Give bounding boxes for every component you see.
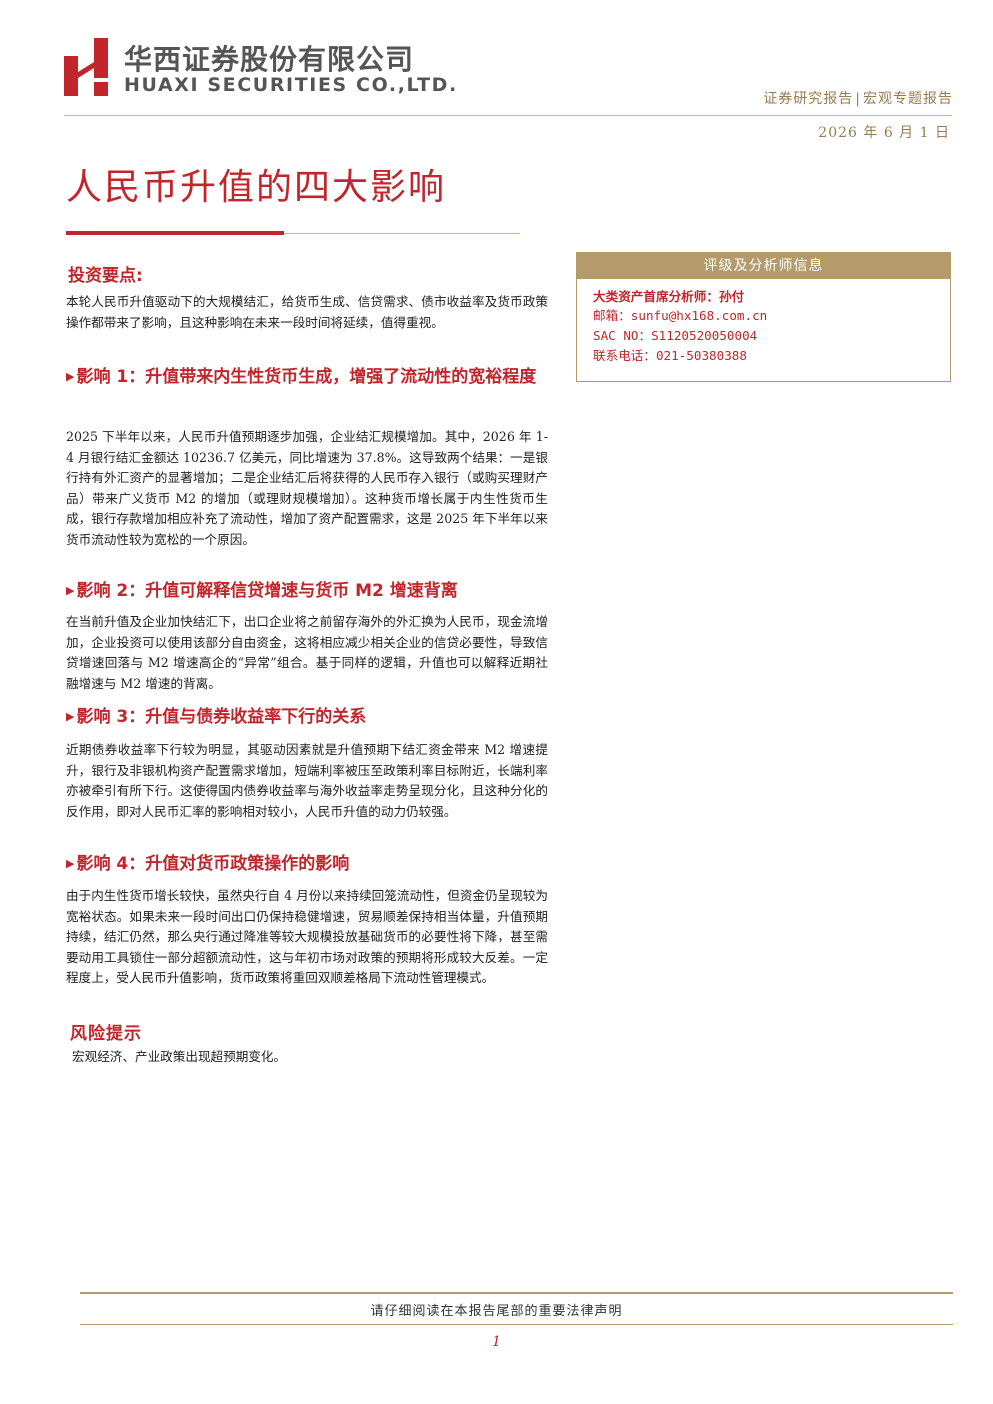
report-title: 人民币升值的四大影响: [66, 167, 447, 208]
summary-heading: 投资要点:: [68, 266, 143, 286]
section-body-2: 在当前升值及企业加快结汇下，出口企业将之前留存海外的外汇换为人民币，现金流增加，…: [66, 614, 548, 691]
report-category: 证券研究报告|宏观专题报告: [763, 88, 953, 108]
separator: |: [855, 91, 861, 107]
risk-text: 宏观经济、产业政策出现超预期变化。: [72, 1049, 287, 1064]
section-heading-text: 影响 3：升值与债券收益率下行的关系: [76, 707, 367, 727]
analyst-info-box: 评级及分析师信息 大类资产首席分析师：孙付 邮箱：sunfu@hx168.com…: [576, 252, 951, 382]
header-divider: [64, 115, 952, 116]
section-heading-1: ▶影响 1：升值带来内生性货币生成，增强了流动性的宽裕程度: [66, 364, 552, 390]
section-body-3: 近期债券收益率下行较为明显，其驱动因素就是升值预期下结汇资金带来 M2 增速提升…: [66, 742, 548, 819]
section-body-4: 由于内生性货币增长较快，虽然央行自 4 月份以来持续回笼流动性，但资金仍呈现较为…: [66, 888, 548, 985]
company-name-en: HUAXI SECURITIES CO.,LTD.: [124, 74, 458, 96]
phone-number: 021-50380388: [655, 348, 747, 363]
legal-notice: 请仔细阅读在本报告尾部的重要法律声明: [370, 1304, 623, 1319]
analyst-label: 大类资产首席分析师：: [593, 289, 719, 304]
triangle-bullet-icon: ▶: [66, 710, 75, 723]
section-heading-text: 影响 4：升值对货币政策操作的影响: [76, 854, 350, 874]
email-line: 邮箱：sunfu@hx168.com.cn: [593, 305, 767, 324]
section-heading-2: ▶影响 2：升值可解释信贷增速与货币 M2 增速背离: [66, 578, 552, 604]
section-heading-text: 影响 1：升值带来内生性货币生成，增强了流动性的宽裕程度: [76, 367, 537, 387]
report-subtype: 宏观专题报告: [863, 91, 953, 107]
footer-divider-bottom: [80, 1324, 953, 1325]
analyst-line: 大类资产首席分析师：孙付: [593, 286, 744, 305]
title-underline-red: [66, 231, 284, 235]
report-date: 2026 年 6 月 1 日: [818, 125, 950, 141]
email-link[interactable]: sunfu@hx168.com.cn: [630, 308, 768, 323]
title-underline-gold: [284, 233, 520, 234]
report-type: 证券研究报告: [763, 91, 854, 107]
section-heading-text: 影响 2：升值可解释信贷增速与货币 M2 增速背离: [76, 581, 458, 601]
phone-line: 联系电话：021-50380388: [593, 345, 747, 364]
summary-intro: 本轮人民币升值驱动下的大规模结汇，给货币生成、信贷需求、债市收益率及货币政策操作…: [66, 294, 548, 330]
email-label: 邮箱：: [593, 308, 631, 323]
page-number: 1: [492, 1334, 501, 1350]
company-name-cn: 华西证券股份有限公司: [124, 43, 415, 76]
phone-label: 联系电话：: [593, 348, 656, 363]
analyst-name: 孙付: [718, 289, 745, 304]
triangle-bullet-icon: ▶: [66, 370, 75, 383]
analyst-box-heading: 评级及分析师信息: [577, 253, 950, 279]
section-body-1: 2025 下半年以来，人民币升值预期逐步加强，企业结汇规模增加。其中，2026 …: [66, 429, 548, 547]
sac-line: SAC NO：S1120520050004: [593, 325, 757, 344]
sac-number: S1120520050004: [651, 328, 758, 343]
footer-divider-top: [80, 1292, 953, 1294]
triangle-bullet-icon: ▶: [66, 584, 75, 597]
huaxi-logo-icon: [64, 38, 108, 96]
triangle-bullet-icon: ▶: [66, 857, 75, 870]
section-heading-4: ▶影响 4：升值对货币政策操作的影响: [66, 851, 552, 877]
sac-label: SAC NO：: [593, 328, 652, 343]
section-heading-3: ▶影响 3：升值与债券收益率下行的关系: [66, 704, 552, 730]
risk-heading: 风险提示: [70, 1024, 142, 1044]
